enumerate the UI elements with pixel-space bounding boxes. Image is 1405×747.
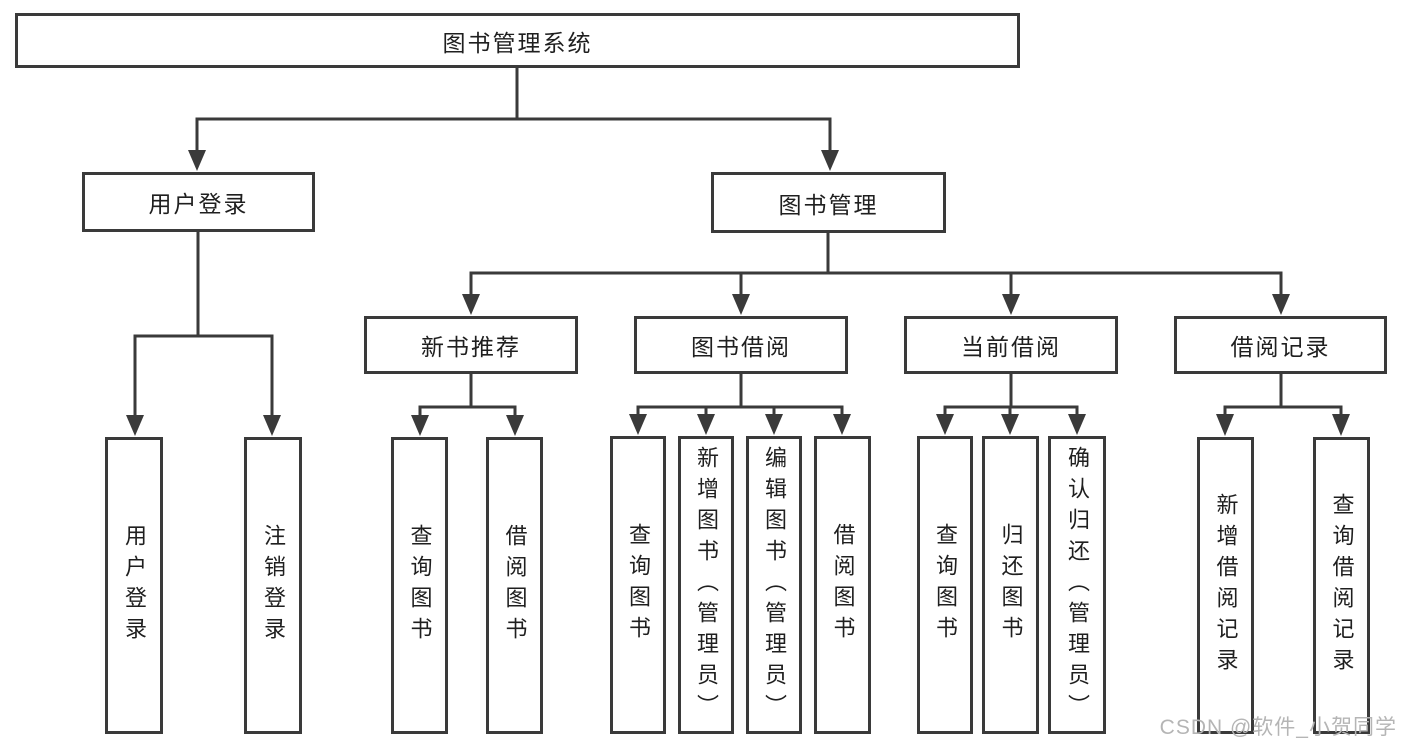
node-label: 当前借阅	[961, 334, 1061, 360]
node-leaf-add-books-admin: 新增图书（管理员）	[678, 436, 734, 734]
node-label: 借阅图书	[502, 523, 528, 648]
node-user-login: 用户登录	[82, 172, 315, 232]
node-leaf-add-borrow-record: 新增借阅记录	[1197, 437, 1254, 734]
node-label: 查询借阅记录	[1329, 492, 1355, 679]
node-label: 新增图书（管理员）	[694, 445, 719, 725]
node-leaf-borrow-books-borrowing: 借阅图书	[814, 436, 871, 734]
node-leaf-return-books: 归还图书	[982, 436, 1039, 734]
node-new-book-recommendation: 新书推荐	[364, 316, 578, 374]
node-leaf-search-borrow-record: 查询借阅记录	[1313, 437, 1370, 734]
node-label: 图书借阅	[691, 334, 791, 360]
node-label: 新增借阅记录	[1213, 492, 1239, 679]
node-label: 查询图书	[626, 523, 651, 647]
node-leaf-search-books-borrowing: 查询图书	[610, 436, 666, 734]
node-label: 图书管理系统	[442, 29, 593, 56]
node-book-management: 图书管理	[711, 172, 946, 233]
node-borrowing-records: 借阅记录	[1174, 316, 1387, 374]
node-label: 确认归还（管理员）	[1065, 445, 1090, 725]
node-leaf-logout: 注销登录	[244, 437, 302, 734]
node-current-borrowing: 当前借阅	[904, 316, 1118, 374]
node-label: 查询图书	[407, 523, 433, 648]
node-label: 借阅记录	[1230, 334, 1331, 360]
node-leaf-borrow-books-recommend: 借阅图书	[486, 437, 543, 734]
node-label: 查询图书	[933, 523, 958, 647]
node-library-management-system: 图书管理系统	[15, 13, 1020, 68]
node-label: 编辑图书（管理员）	[762, 445, 787, 725]
node-leaf-edit-books-admin: 编辑图书（管理员）	[746, 436, 802, 734]
node-leaf-search-books-recommend: 查询图书	[391, 437, 448, 734]
node-label: 图书管理	[778, 191, 879, 218]
node-label: 新书推荐	[421, 334, 521, 360]
node-book-borrowing: 图书借阅	[634, 316, 848, 374]
node-label: 借阅图书	[830, 523, 856, 647]
node-leaf-user-login: 用户登录	[105, 437, 163, 734]
node-label: 用户登录	[148, 191, 249, 217]
node-label: 用户登录	[122, 523, 147, 648]
node-leaf-confirm-return-admin: 确认归还（管理员）	[1048, 436, 1106, 734]
node-leaf-search-books-current: 查询图书	[917, 436, 973, 734]
node-label: 注销登录	[261, 523, 286, 648]
watermark: CSDN @软件_小贺同学	[1159, 716, 1397, 739]
node-label: 归还图书	[998, 523, 1024, 647]
